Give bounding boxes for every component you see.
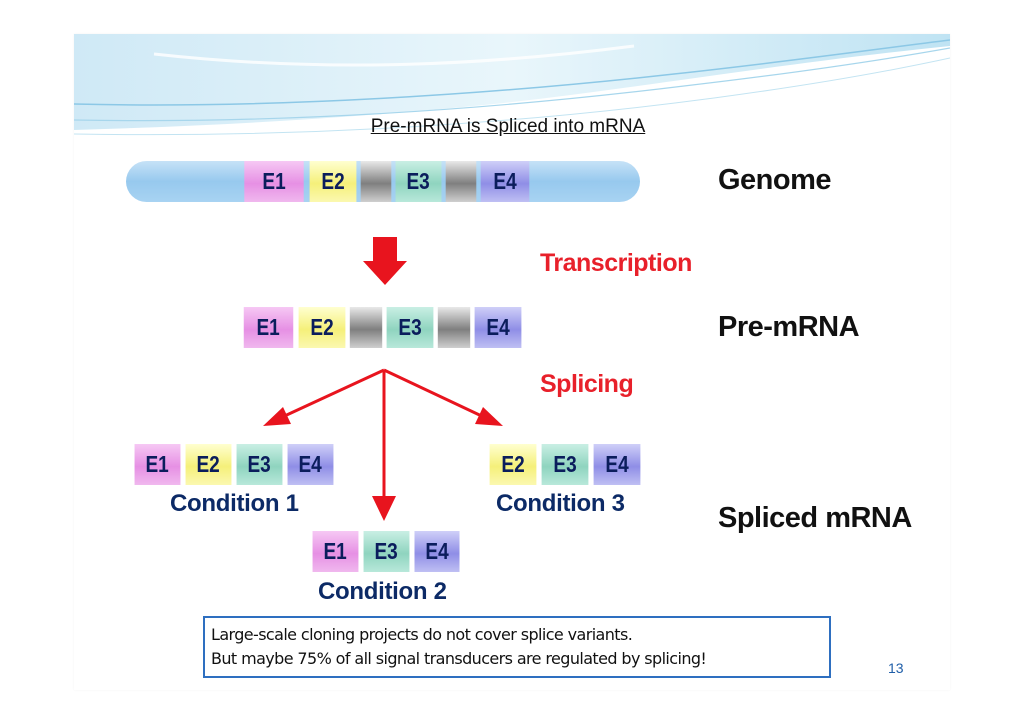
diagram-panel (128, 155, 906, 605)
note-line-1: Large-scale cloning projects do not cove… (211, 625, 633, 644)
genome-exon-e2: E2 (309, 161, 357, 202)
condition-3-exon-e2: E2 (489, 444, 537, 485)
process-label-transcription: Transcription (540, 249, 692, 277)
process-label-splicing: Splicing (540, 370, 634, 398)
note-line-2: But maybe 75% of all signal transducers … (211, 649, 707, 668)
note-box: Large-scale cloning projects do not cove… (203, 616, 831, 678)
genome-exon-e3: E3 (395, 161, 442, 202)
condition-1-exon-e3: E3 (236, 444, 283, 485)
pre-mrna-exon-e2: E2 (298, 307, 346, 348)
stage-label-pre-mrna: Pre-mRNA (718, 311, 860, 343)
condition-2-label: Condition 2 (318, 578, 447, 605)
condition-1-exon-e4: E4 (287, 444, 334, 485)
condition-2-exon-e4: E4 (414, 531, 460, 572)
condition-1-label: Condition 1 (170, 490, 299, 517)
slide-title: Pre-mRNA is Spliced into mRNA (0, 116, 1024, 138)
condition-1-exon-e2: E2 (185, 444, 232, 485)
condition-3-strand: E2 E3 E4 (487, 444, 643, 485)
condition-2-strand: E1 E3 E4 (310, 531, 462, 572)
condition-3-label: Condition 3 (496, 490, 625, 517)
pre-mrna-exon-e4: E4 (474, 307, 522, 348)
genome-intron-1 (360, 161, 392, 202)
title-text: Pre-mRNA is Spliced into mRNA (370, 116, 646, 137)
condition-2-exon-e3: E3 (363, 531, 410, 572)
pre-mrna-exon-e3: E3 (386, 307, 434, 348)
pre-mrna-intron-2 (437, 307, 471, 348)
decorative-waves (74, 34, 950, 144)
genome-exon-e1: E1 (244, 161, 304, 202)
genome-strand: E1 E2 E3 E4 (241, 161, 532, 202)
stage-label-genome: Genome (718, 164, 832, 196)
condition-3-exon-e4: E4 (593, 444, 641, 485)
stage-label-spliced-mrna: Spliced mRNA (718, 502, 912, 534)
pre-mrna-exon-e1: E1 (243, 307, 294, 348)
pre-mrna-strand: E1 E2 E3 E4 (241, 307, 524, 348)
condition-1-strand: E1 E2 E3 E4 (132, 444, 336, 485)
condition-2-exon-e1: E1 (312, 531, 359, 572)
genome-exon-e4: E4 (480, 161, 530, 202)
condition-1-exon-e1: E1 (134, 444, 181, 485)
genome-intron-2 (445, 161, 477, 202)
pre-mrna-intron-1 (349, 307, 383, 348)
condition-3-exon-e3: E3 (541, 444, 589, 485)
page-number: 13 (888, 660, 904, 676)
